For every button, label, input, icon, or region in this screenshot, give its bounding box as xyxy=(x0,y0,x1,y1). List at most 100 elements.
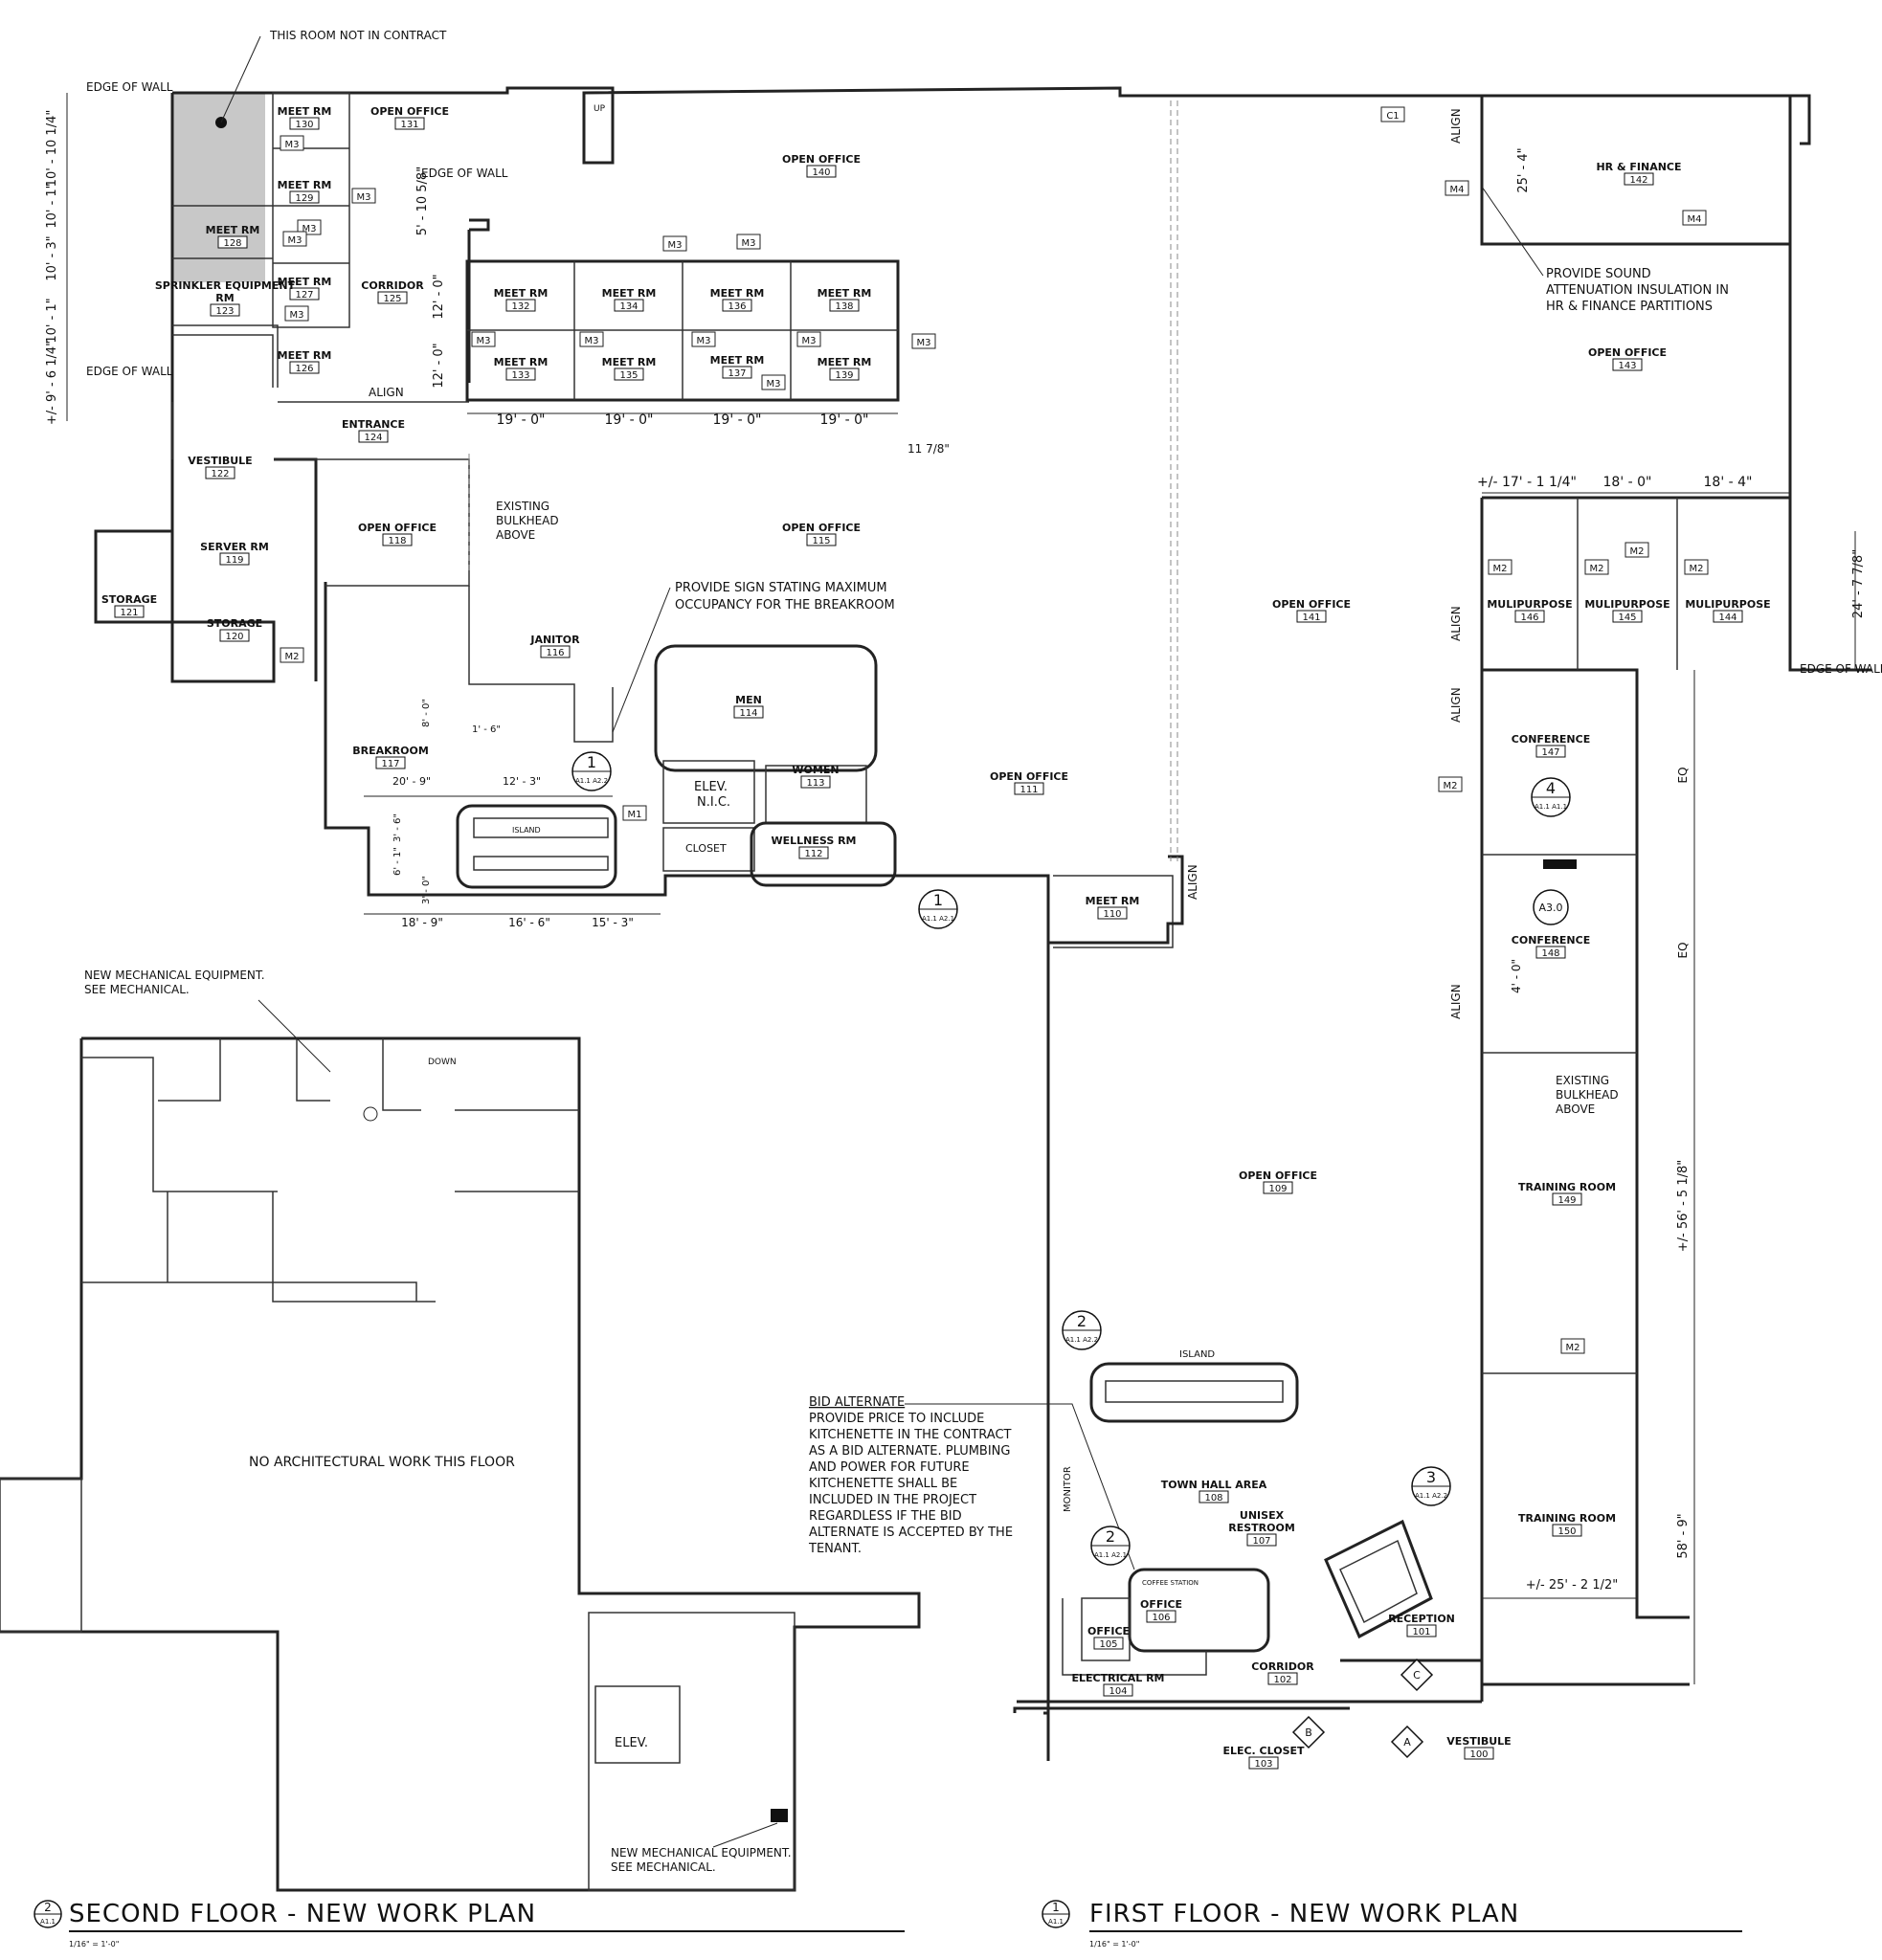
room-name: OPEN OFFICE xyxy=(782,522,861,534)
room-name: MEET RM xyxy=(818,356,872,368)
room-number-box xyxy=(1097,906,1128,920)
room-number: 106 xyxy=(1152,1613,1170,1623)
room-name: ENTRANCE xyxy=(342,418,405,431)
not-in-contract-marker-icon xyxy=(215,117,227,128)
room-number: 114 xyxy=(739,708,757,719)
room-number: 136 xyxy=(728,301,746,312)
room-number: 119 xyxy=(225,555,243,566)
room-number: 133 xyxy=(511,370,529,381)
room-number-box xyxy=(114,605,145,618)
room-number-box xyxy=(394,117,425,130)
room-number-box xyxy=(614,299,644,312)
note-bid-line-8: ALTERNATE IS ACCEPTED BY THE xyxy=(809,1526,1013,1540)
callout-number: 4 xyxy=(1546,779,1556,797)
room-name: UNISEX xyxy=(1240,1509,1285,1522)
room-number: 134 xyxy=(619,301,638,312)
room-number-box xyxy=(1624,172,1654,186)
note-bid-line-2: KITCHENETTE IN THE CONTRACT xyxy=(809,1428,1012,1442)
elevation-diamond-icon xyxy=(1400,1658,1434,1692)
room-number: 118 xyxy=(388,536,406,546)
room-number-box xyxy=(540,645,571,658)
dimension-label: 24' - 7 7/8" xyxy=(1851,549,1866,618)
note-elev-2nd: ELEV. xyxy=(615,1736,648,1750)
callout-sheets: A1.1 A2.2 xyxy=(1065,1336,1098,1344)
room-name: OPEN OFFICE xyxy=(370,105,449,118)
room-number: 122 xyxy=(211,469,229,479)
room-number-box xyxy=(1535,946,1566,959)
room-number-box xyxy=(798,846,829,859)
room-number: 112 xyxy=(804,849,822,859)
note-bid-line-4: AND POWER FOR FUTURE xyxy=(809,1460,970,1475)
room-number-box xyxy=(1296,610,1327,623)
room-label: VESTIBULE 122 xyxy=(188,455,252,479)
wall-type-tag-box xyxy=(579,331,604,347)
room-number-box xyxy=(1263,1181,1293,1194)
room-number-box xyxy=(217,235,248,249)
note-new-mech-top-2: SEE MECHANICAL. xyxy=(84,983,190,996)
not-in-contract-leader xyxy=(220,35,261,123)
wall-type-tag: M2 xyxy=(285,652,300,662)
note-elev-nic-1: ELEV. xyxy=(694,780,728,794)
title-second-num: 2 xyxy=(44,1901,52,1914)
room-number: 137 xyxy=(728,368,746,379)
dimension-label: 19' - 0" xyxy=(605,412,654,428)
note-bulkhead-b3: ABOVE xyxy=(1556,1102,1595,1116)
section-marker-icon xyxy=(1533,889,1569,925)
room-number-box xyxy=(219,552,250,566)
room-number-box xyxy=(1199,1490,1229,1503)
note-sound-1: PROVIDE SOUND xyxy=(1546,267,1651,281)
callout-sheets: A1.1 A2.2 xyxy=(575,777,608,785)
elevation-tag: C xyxy=(1413,1669,1421,1682)
dimension-label: 10' - 1" xyxy=(45,183,59,228)
room-name: OPEN OFFICE xyxy=(1272,598,1351,611)
room-number: 138 xyxy=(835,301,853,312)
dimension-label: 8' - 0" xyxy=(421,699,432,727)
dimension-label: 58' - 9" xyxy=(1676,1513,1691,1558)
room-name: CONFERENCE xyxy=(1512,934,1590,947)
note-sound-2: ATTENUATION INSULATION IN xyxy=(1546,283,1729,298)
room-number: 107 xyxy=(1252,1536,1270,1547)
room-name: OPEN OFFICE xyxy=(782,153,861,166)
wall-type-tag-box xyxy=(662,235,687,252)
room-number-box xyxy=(614,368,644,381)
room-name: MEET RM xyxy=(278,179,332,191)
note-sound-3: HR & FINANCE PARTITIONS xyxy=(1546,300,1713,314)
room-name: MEET RM xyxy=(494,356,549,368)
notes-group: EDGE OF WALL EDGE OF WALL EDGE OF WALL E… xyxy=(84,80,1882,1874)
room-name: OFFICE xyxy=(1087,1625,1130,1637)
callout-number: 1 xyxy=(587,753,596,771)
wall-type-tag-box xyxy=(280,135,304,151)
room-name: MEET RM xyxy=(494,287,549,300)
elevation-diamond-icon xyxy=(1390,1725,1424,1759)
mechanical-equipment-icon xyxy=(771,1809,788,1822)
room-name: SERVER RM xyxy=(200,541,269,553)
sound-leader xyxy=(1481,186,1544,277)
room-number-box xyxy=(829,299,860,312)
room-number-box xyxy=(289,117,320,130)
room-name: OPEN OFFICE xyxy=(358,522,437,534)
dimension-label: +/- 17' - 1 1/4" xyxy=(1477,475,1577,490)
title-first-sheet: A1.1 xyxy=(1048,1918,1064,1926)
dimension-label: 16' - 6" xyxy=(508,916,550,929)
room-number-box xyxy=(505,299,536,312)
room-name: TRAINING ROOM xyxy=(1518,1512,1616,1525)
section-tag: A3.0 xyxy=(1538,902,1562,914)
room-number: 103 xyxy=(1254,1759,1272,1770)
room-name: VESTIBULE xyxy=(188,455,252,467)
wall-type-tag: M2 xyxy=(1566,1343,1580,1353)
